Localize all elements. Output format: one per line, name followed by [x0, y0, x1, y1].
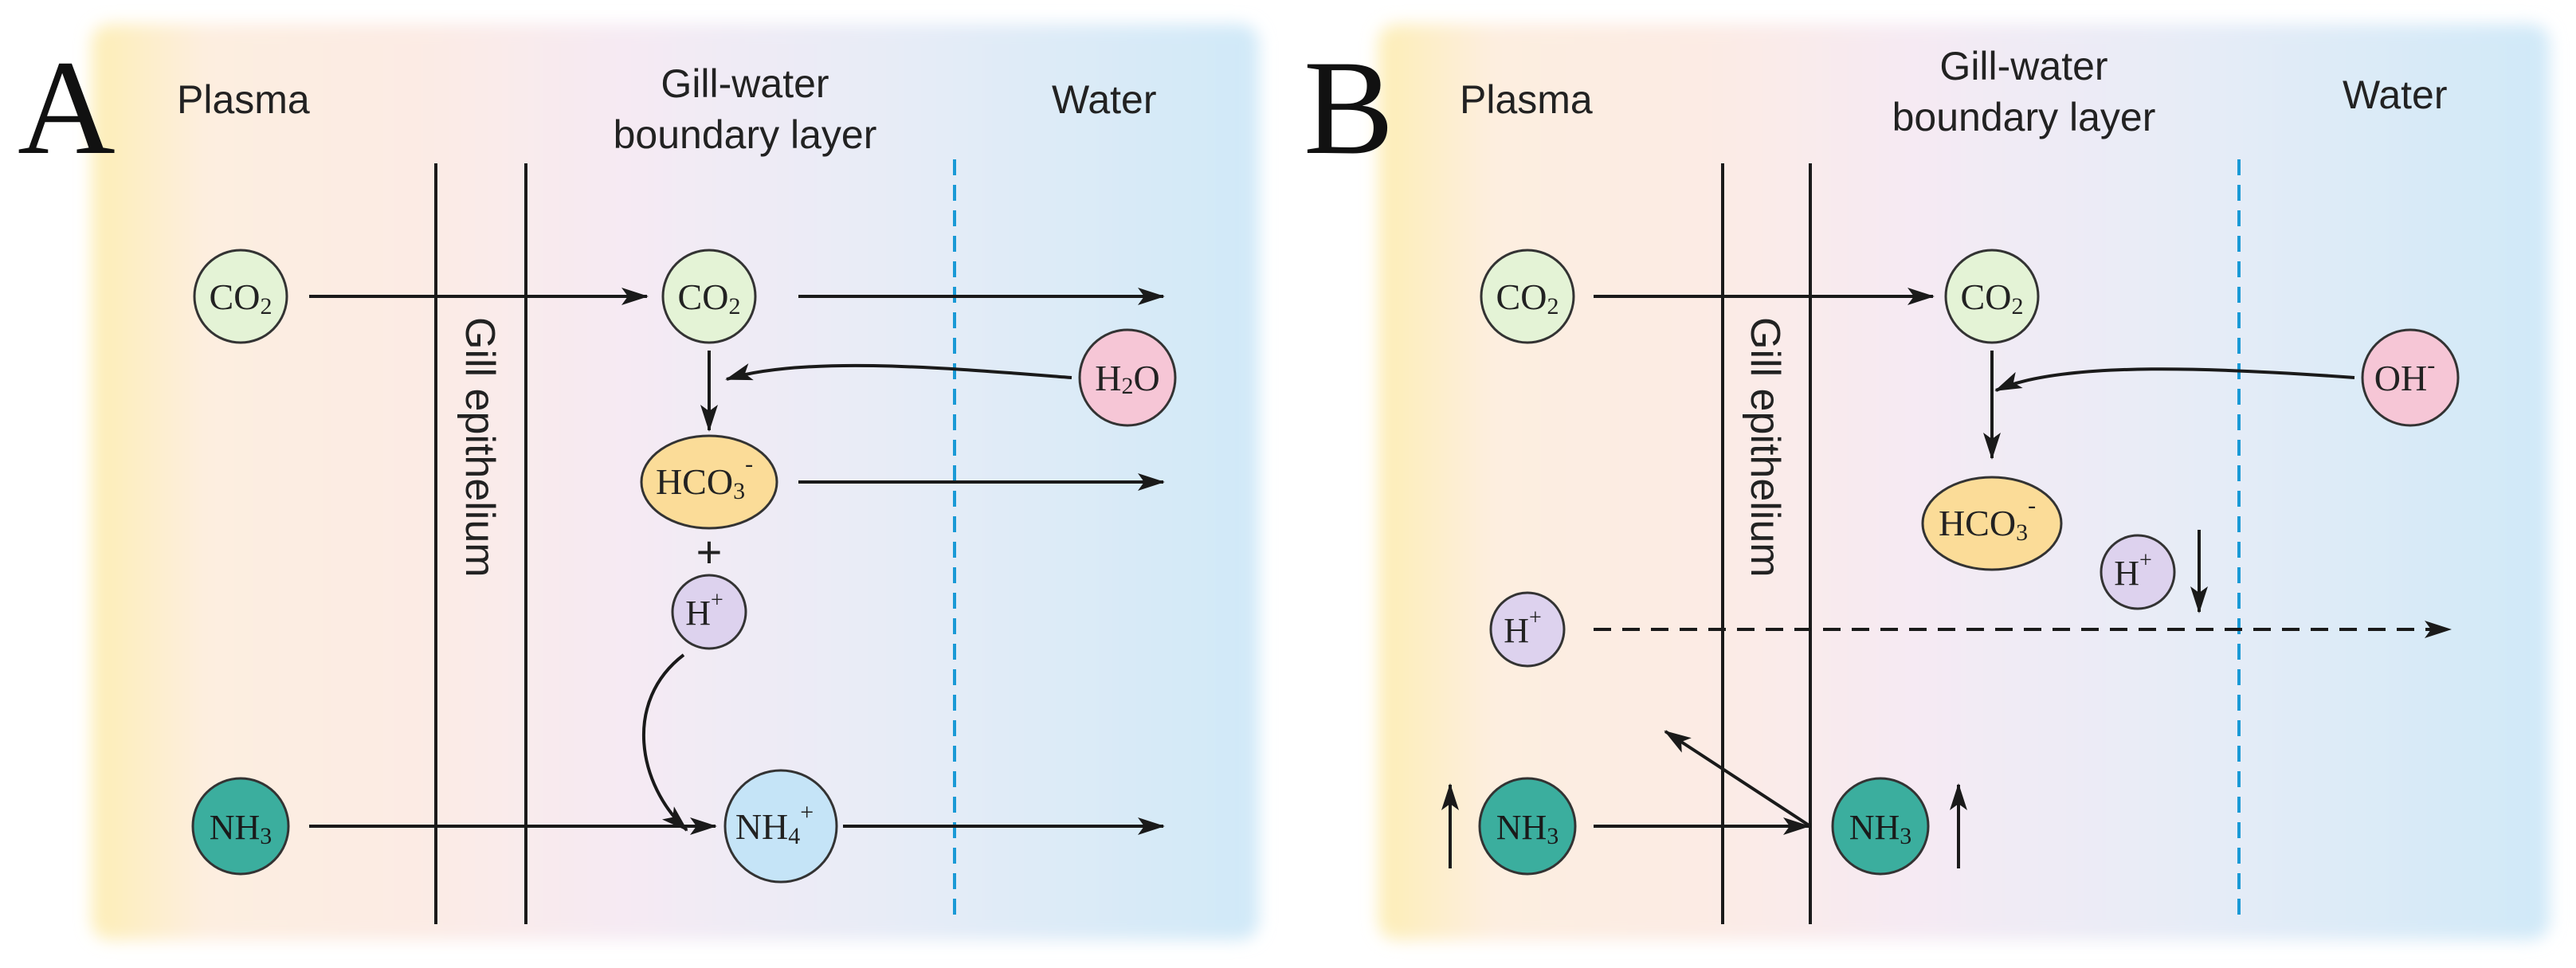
- hco3-node: HCO3-: [1921, 476, 2063, 571]
- svg-text:CO2: CO2: [210, 276, 272, 319]
- nh3-boundary-node: NH3: [1831, 777, 1930, 876]
- svg-text:NH3: NH3: [1849, 808, 1912, 849]
- nh3-plasma-node: NH3: [191, 777, 290, 876]
- arrow-h-to-nh4: [641, 653, 688, 832]
- svg-text:H+: H+: [1504, 605, 1542, 650]
- zone-label-plasma: Plasma: [177, 77, 310, 122]
- svg-text:HCO3-: HCO3-: [656, 451, 753, 504]
- svg-text:CO2: CO2: [1961, 276, 2024, 319]
- zone-label-boundary-line2: boundary layer: [1892, 95, 2156, 139]
- svg-text:HCO3-: HCO3-: [1939, 492, 2036, 546]
- zone-label-boundary-line1: Gill-water: [1939, 44, 2107, 88]
- h-plus-plasma-node: H+: [1489, 591, 1566, 668]
- h2o-node: H2O: [1078, 328, 1177, 427]
- nh3-plasma-node: NH3: [1478, 777, 1577, 876]
- svg-text:NH4+: NH4+: [735, 799, 814, 849]
- svg-text:OH-: OH-: [2374, 352, 2435, 398]
- svg-text:H+: H+: [2114, 548, 2152, 593]
- h-plus-boundary-node: H+: [2100, 534, 2176, 610]
- hco3-node: HCO3-: [640, 434, 778, 530]
- panel-a: A Plasma Gill-water boundary layer Water…: [18, 24, 1259, 940]
- co2-boundary-node: CO2: [1944, 249, 2040, 344]
- nh4-node: NH4+: [723, 769, 838, 884]
- panel-b: B Plasma Gill-water boundary layer Water…: [1304, 24, 2550, 940]
- plus-sign: +: [696, 527, 723, 577]
- arrow-h2o-to-co2: [725, 363, 1072, 381]
- zone-label-water: Water: [2343, 73, 2448, 117]
- zone-label-plasma: Plasma: [1460, 77, 1593, 122]
- svg-text:H2O: H2O: [1095, 358, 1159, 399]
- svg-text:NH3: NH3: [210, 808, 272, 849]
- co2-boundary-node: CO2: [661, 249, 757, 344]
- zone-label-water: Water: [1052, 77, 1157, 122]
- arrow-nh3-back-diffusion: [1664, 730, 1812, 828]
- svg-text:CO2: CO2: [1496, 276, 1559, 319]
- svg-text:H+: H+: [685, 588, 723, 633]
- zone-label-boundary-line1: Gill-water: [661, 61, 829, 106]
- svg-text:NH3: NH3: [1496, 808, 1559, 849]
- panel-b-letter: B: [1304, 33, 1394, 182]
- epithelium-label: Gill epithelium: [457, 317, 503, 578]
- svg-text:CO2: CO2: [678, 276, 741, 319]
- co2-plasma-node: CO2: [193, 249, 288, 344]
- h-plus-node: H+: [671, 574, 747, 650]
- co2-plasma-node: CO2: [1480, 249, 1575, 344]
- arrow-oh-to-co2-reaction: [1994, 367, 2355, 392]
- oh-node: OH-: [2361, 328, 2460, 427]
- epithelium-label: Gill epithelium: [1742, 317, 1788, 578]
- zone-label-boundary-line2: boundary layer: [614, 112, 877, 157]
- panel-a-letter: A: [18, 33, 116, 182]
